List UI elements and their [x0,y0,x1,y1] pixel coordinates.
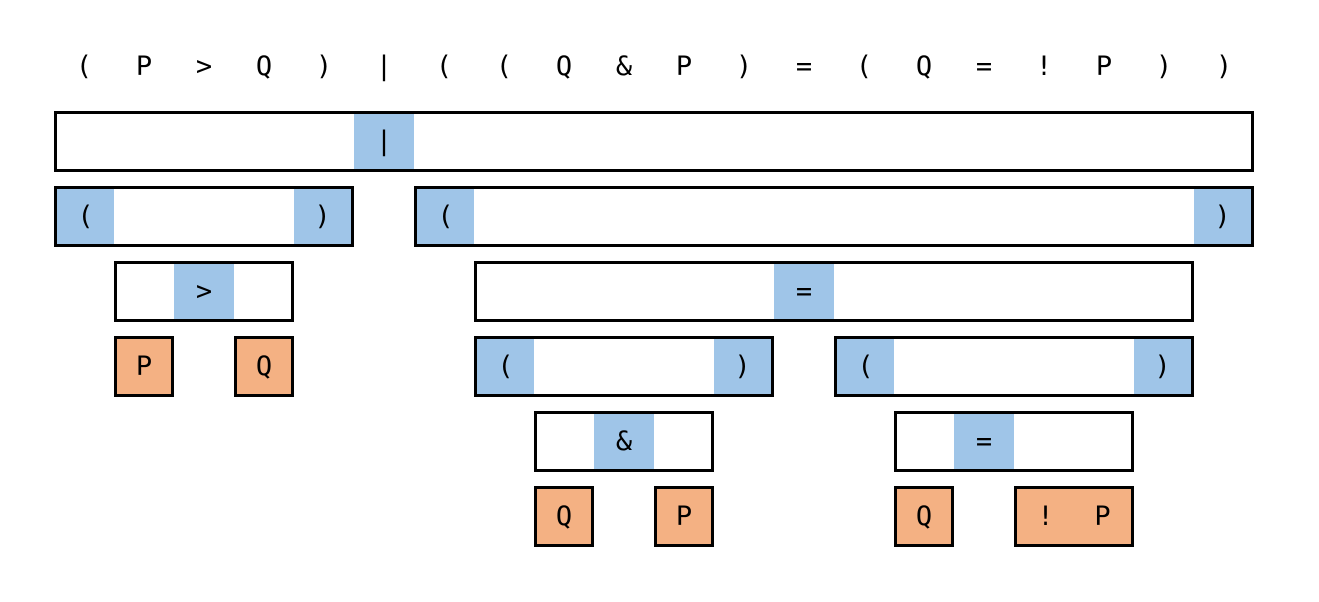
expression-token: ) [315,51,333,82]
node-paren-and: () [474,336,774,397]
node-paren-right: () [414,186,1254,247]
expression-token: & [615,51,633,82]
expression-token: | [375,51,393,82]
expression-token: P [1095,51,1113,82]
close-paren: ) [294,189,351,244]
leaf-q-3: Q [894,486,954,547]
expression-token: Q [555,51,573,82]
node-paren-left: () [54,186,354,247]
node-equals-inner: = [894,411,1134,472]
leaf-label: Q [915,501,933,532]
expression-token: > [195,51,213,82]
operator-symbol: > [174,264,234,319]
leaf-label: P [675,501,693,532]
expression-token: ( [855,51,873,82]
close-paren: ) [714,339,771,394]
expression-token: ) [735,51,753,82]
expression-token: ( [435,51,453,82]
expression-token: ) [1155,51,1173,82]
node-paren-equals: () [834,336,1194,397]
open-paren: ( [477,339,534,394]
leaf-q-1: Q [234,336,294,397]
expression-token: = [795,51,813,82]
expression-token: Q [255,51,273,82]
expression-token: ) [1215,51,1233,82]
node-or: | [54,111,1254,172]
operator-symbol: | [354,114,414,169]
leaf-token: ! [1037,501,1054,532]
leaf-label: Q [255,351,273,382]
node-equals-outer: = [474,261,1194,322]
node-implies: > [114,261,294,322]
leaf-label: Q [555,501,573,532]
open-paren: ( [57,189,114,244]
operator-symbol: = [954,414,1014,469]
expression-token: P [135,51,153,82]
node-and: & [534,411,714,472]
leaf-token: P [1094,501,1111,532]
leaf-p-2: P [654,486,714,547]
expression-token: Q [915,51,933,82]
expression-token: ! [1035,51,1053,82]
close-paren: ) [1134,339,1191,394]
leaf-p-1: P [114,336,174,397]
leaf-q-2: Q [534,486,594,547]
leaf-not-p: !P [1014,486,1134,547]
close-paren: ) [1194,189,1251,244]
expression-token: = [975,51,993,82]
expression-token: ( [495,51,513,82]
expression-token: ( [75,51,93,82]
leaf-label: P [135,351,153,382]
open-paren: ( [417,189,474,244]
operator-symbol: & [594,414,654,469]
operator-symbol: = [774,264,834,319]
open-paren: ( [837,339,894,394]
expression-token: P [675,51,693,82]
